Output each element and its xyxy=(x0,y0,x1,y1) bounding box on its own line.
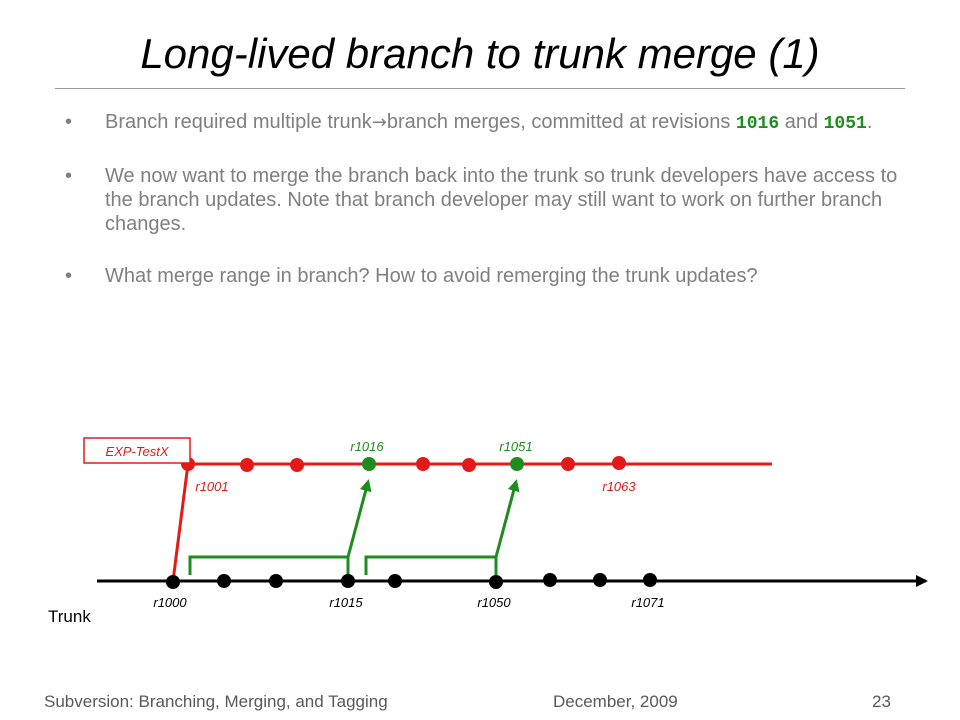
footer-date: December, 2009 xyxy=(553,692,678,711)
revision-label: r1063 xyxy=(602,479,636,494)
bullet-item: • What merge range in branch? How to avo… xyxy=(65,264,905,288)
branch-commit xyxy=(416,457,430,471)
slide-title: Long-lived branch to trunk merge (1) xyxy=(140,30,820,77)
branch-commit xyxy=(462,458,476,472)
branch-commit xyxy=(240,458,254,472)
branch-creation-line xyxy=(171,463,190,582)
trunk-commit xyxy=(269,574,283,588)
trunk-name: Trunk xyxy=(48,607,91,626)
bullet-text: What merge range in branch? How to avoid… xyxy=(105,265,758,287)
trunk-commit xyxy=(593,573,607,587)
merge-arrow xyxy=(494,479,520,558)
merge-arrow xyxy=(346,479,372,558)
merge-range-bracket xyxy=(188,555,350,575)
bullet-text: and xyxy=(779,111,824,133)
bullet-item: • We now want to merge the branch back i… xyxy=(65,164,905,236)
merge-range-bracket xyxy=(364,555,498,575)
revision-label: r1051 xyxy=(499,439,532,454)
merge-commit xyxy=(362,457,376,471)
trunk-commit xyxy=(643,573,657,587)
merge-commit xyxy=(510,457,524,471)
trunk-commit xyxy=(341,574,355,588)
revision-label: r1050 xyxy=(477,595,511,610)
right-arrow-icon: → xyxy=(371,112,387,133)
trunk-commit xyxy=(388,574,402,588)
branch-name-box xyxy=(83,437,191,464)
footer-title: Subversion: Branching, Merging, and Tagg… xyxy=(44,692,388,711)
bullet-text: Branch required multiple trunk xyxy=(105,111,372,133)
bullet-text: branch merges, committed at revisions xyxy=(386,111,736,133)
bullet-marker: • xyxy=(65,111,73,133)
revision-label: r1071 xyxy=(631,595,664,610)
revision-label: r1001 xyxy=(195,479,228,494)
bullet-text: We now want to merge the branch back int… xyxy=(105,165,898,235)
revision-code: 1016 xyxy=(735,114,780,134)
branch-commit xyxy=(561,457,575,471)
revision-label: r1000 xyxy=(153,595,187,610)
revision-code: 1051 xyxy=(823,114,867,134)
trunk-commit xyxy=(166,575,180,589)
branch-name: EXP-TestX xyxy=(105,444,169,459)
page-number: 23 xyxy=(872,692,891,711)
trunk-commit xyxy=(489,575,503,589)
bullet-text: . xyxy=(866,111,873,133)
bullet-marker: • xyxy=(65,165,73,187)
bullet-marker: • xyxy=(65,265,73,287)
revision-label: r1015 xyxy=(329,595,363,610)
branch-commit xyxy=(290,458,304,472)
trunk-commit xyxy=(217,574,231,588)
title-divider xyxy=(55,88,905,89)
trunk-commit xyxy=(543,573,557,587)
bullet-item: • Branch required multiple trunk→branch … xyxy=(65,110,905,136)
revision-label: r1016 xyxy=(350,439,384,454)
bullet-list: • Branch required multiple trunk→branch … xyxy=(65,110,905,316)
branch-commit xyxy=(612,456,626,470)
